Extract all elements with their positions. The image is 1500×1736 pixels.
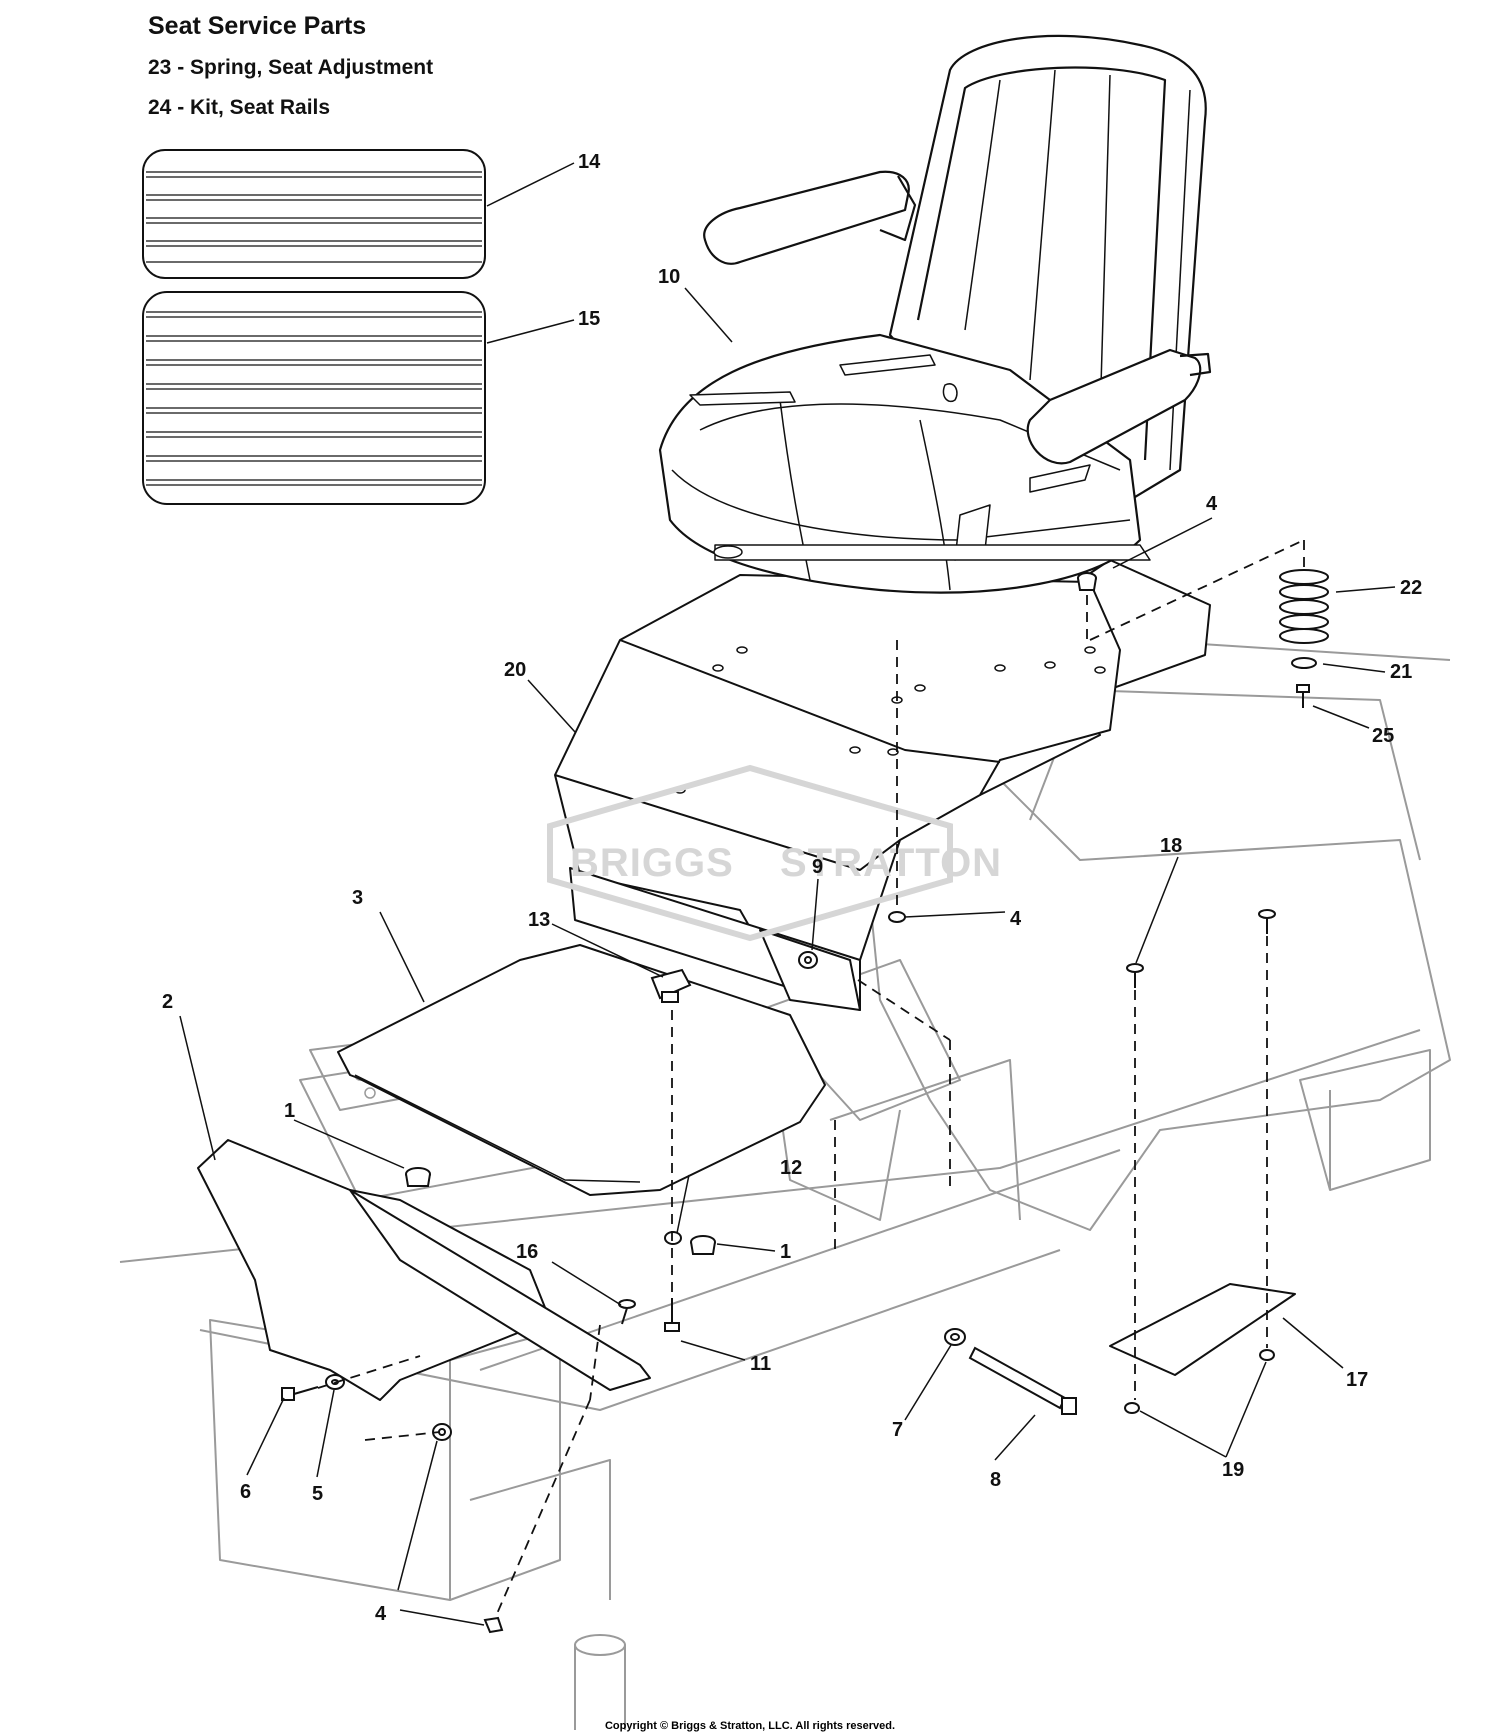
watermark-text-right: STRATTON bbox=[780, 841, 1002, 885]
bolt-18-left bbox=[1126, 963, 1144, 988]
callout-1-left: 1 bbox=[284, 1100, 295, 1122]
nut-4-middle bbox=[888, 911, 906, 923]
callout-labels: 14 15 10 4 22 21 25 20 9 18 4 3 13 2 1 1… bbox=[162, 151, 1422, 1625]
leader-lines bbox=[179, 162, 1396, 1626]
assembly-dashed-lines bbox=[317, 539, 1305, 1617]
bolt-25 bbox=[1296, 684, 1310, 708]
callout-1-right: 1 bbox=[780, 1241, 791, 1263]
callout-12: 12 bbox=[780, 1157, 802, 1179]
bolt-6 bbox=[281, 1386, 319, 1401]
callout-4-lower: 4 bbox=[375, 1603, 387, 1625]
callout-16: 16 bbox=[516, 1241, 538, 1263]
callout-14: 14 bbox=[578, 151, 601, 173]
seat-10 bbox=[658, 34, 1212, 594]
grommet-1-b bbox=[690, 1235, 716, 1255]
callout-25: 25 bbox=[1372, 725, 1394, 747]
decal-15-stripes bbox=[146, 311, 482, 486]
callout-7: 7 bbox=[892, 1419, 903, 1441]
bolt-16 bbox=[618, 1299, 636, 1325]
grommet-1-a bbox=[405, 1167, 431, 1187]
watermark-logo: BRIGGS STRATTON bbox=[547, 764, 1002, 942]
callout-4-upper: 4 bbox=[1206, 493, 1218, 515]
callout-5: 5 bbox=[312, 1483, 323, 1505]
callout-10: 10 bbox=[658, 266, 680, 288]
decal-14 bbox=[142, 149, 486, 279]
nut-19-left bbox=[1124, 1402, 1140, 1414]
callout-9: 9 bbox=[812, 856, 823, 878]
fender-2 bbox=[197, 1139, 651, 1401]
bolt-11 bbox=[664, 1298, 680, 1332]
watermark-text-left: BRIGGS bbox=[570, 841, 734, 885]
nut-19-right bbox=[1259, 1349, 1275, 1361]
nut-12 bbox=[664, 1231, 682, 1245]
service-part-24: 24 - Kit, Seat Rails bbox=[148, 96, 331, 119]
callout-8: 8 bbox=[990, 1469, 1001, 1491]
floor-pan-3 bbox=[337, 944, 826, 1196]
seat-armrest-right bbox=[1026, 348, 1202, 465]
clip-4-bottom bbox=[483, 1616, 504, 1634]
pin-8 bbox=[968, 1346, 1077, 1415]
washer-21 bbox=[1291, 657, 1317, 669]
grommet-upper-nut-4 bbox=[1077, 572, 1097, 591]
diagram-title: Seat Service Parts bbox=[148, 12, 367, 40]
callout-11: 11 bbox=[750, 1353, 771, 1375]
callout-18: 18 bbox=[1160, 835, 1182, 857]
plate-17 bbox=[1109, 1283, 1296, 1376]
decal-14-stripes bbox=[146, 171, 482, 263]
callout-21: 21 bbox=[1390, 661, 1412, 683]
callout-15: 15 bbox=[578, 308, 600, 330]
service-part-23: 23 - Spring, Seat Adjustment bbox=[148, 56, 434, 79]
spring-22 bbox=[1279, 569, 1329, 644]
bolt-18-right bbox=[1258, 909, 1276, 934]
callout-20: 20 bbox=[504, 659, 526, 681]
callout-22: 22 bbox=[1400, 577, 1422, 599]
nut-9 bbox=[798, 951, 818, 969]
callout-3: 3 bbox=[352, 887, 363, 909]
seat-armrest-left bbox=[703, 170, 910, 265]
decal-15 bbox=[142, 291, 486, 505]
copyright-notice: Copyright © Briggs & Stratton, LLC. All … bbox=[604, 1720, 896, 1732]
seat-pan-holes bbox=[674, 646, 1106, 794]
callout-17: 17 bbox=[1346, 1369, 1368, 1391]
callout-6: 6 bbox=[240, 1481, 251, 1503]
callout-2: 2 bbox=[162, 991, 173, 1013]
washer-7 bbox=[944, 1328, 966, 1346]
callout-4-middle: 4 bbox=[1010, 908, 1022, 930]
callout-19: 19 bbox=[1222, 1459, 1244, 1481]
callout-13: 13 bbox=[528, 909, 550, 931]
